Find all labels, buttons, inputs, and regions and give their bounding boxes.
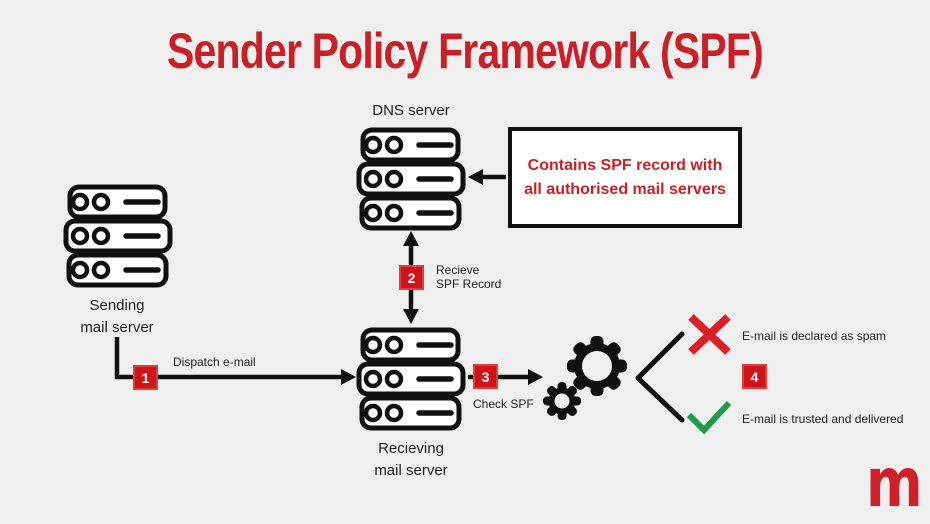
receiving-server-label-line2: mail server [374, 462, 448, 479]
receive-spf-record-label: Recieve SPF Record [436, 263, 501, 291]
dispatch-email-label: Dispatch e-mail [173, 355, 256, 369]
spf-record-box: Contains SPF record with all authorised … [508, 127, 742, 228]
receiving-server-label-line1: Recieving [378, 440, 444, 457]
receive-spf-record-label-line2: SPF Record [436, 277, 502, 291]
receiving-mail-server-icon [359, 330, 463, 428]
sending-server-label-line1: Sending [89, 297, 145, 314]
sending-server-label-line2: mail server [80, 319, 154, 336]
spam-outcome-label: E-mail is declared as spam [742, 329, 887, 343]
step-2-badge: 2 [399, 265, 424, 290]
trusted-outcome-label: E-mail is trusted and delivered [742, 412, 904, 426]
spf-box-arrow [468, 169, 506, 185]
branch-icon [635, 331, 685, 423]
step-3-badge: 3 [473, 364, 498, 389]
brand-logo-m: m [866, 444, 923, 523]
gears-icon [543, 336, 627, 420]
sending-mail-server-icon [66, 187, 170, 285]
step-4-badge: 4 [742, 364, 767, 389]
dispatch-arrow [114, 337, 356, 385]
dns-server-label: DNS server [372, 102, 450, 119]
receiving-server-label: Recieving mail server [351, 438, 471, 482]
check-icon [686, 400, 732, 435]
sending-server-label: Sending mail server [57, 295, 177, 339]
cross-icon [688, 314, 731, 355]
spf-record-box-line1: Contains SPF record with [527, 156, 723, 174]
page-title: Sender Policy Framework (SPF) [167, 23, 764, 79]
dns-server-icon [359, 130, 463, 228]
step-1-badge: 1 [133, 365, 158, 390]
spf-record-box-line2: all authorised mail servers [524, 180, 726, 198]
check-spf-label: Check SPF [473, 397, 534, 411]
receive-spf-record-label-line1: Recieve [436, 263, 480, 277]
